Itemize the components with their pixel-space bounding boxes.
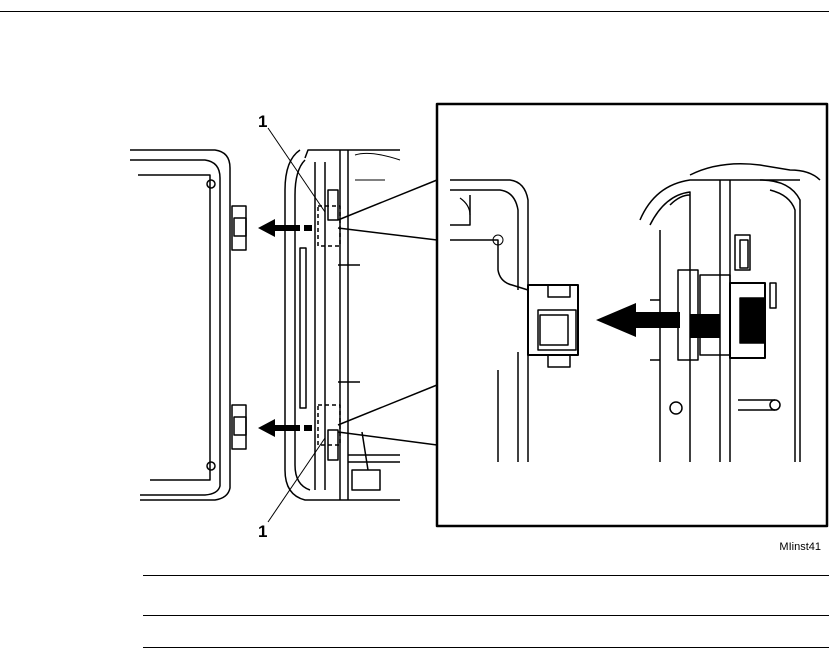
figure-id: MIinst41 [779,541,821,553]
divider-2 [143,615,829,616]
left-latch-top [232,206,246,250]
left-latch-bottom [232,405,246,449]
center-latch-bottom [318,405,340,445]
left-cover-panel [130,150,230,500]
callout-1-top: 1 [258,113,267,130]
callout-1-bottom: 1 [258,523,267,540]
remove-arrow-icon [596,303,720,338]
center-latch-top [318,206,340,246]
divider-1 [143,575,829,576]
